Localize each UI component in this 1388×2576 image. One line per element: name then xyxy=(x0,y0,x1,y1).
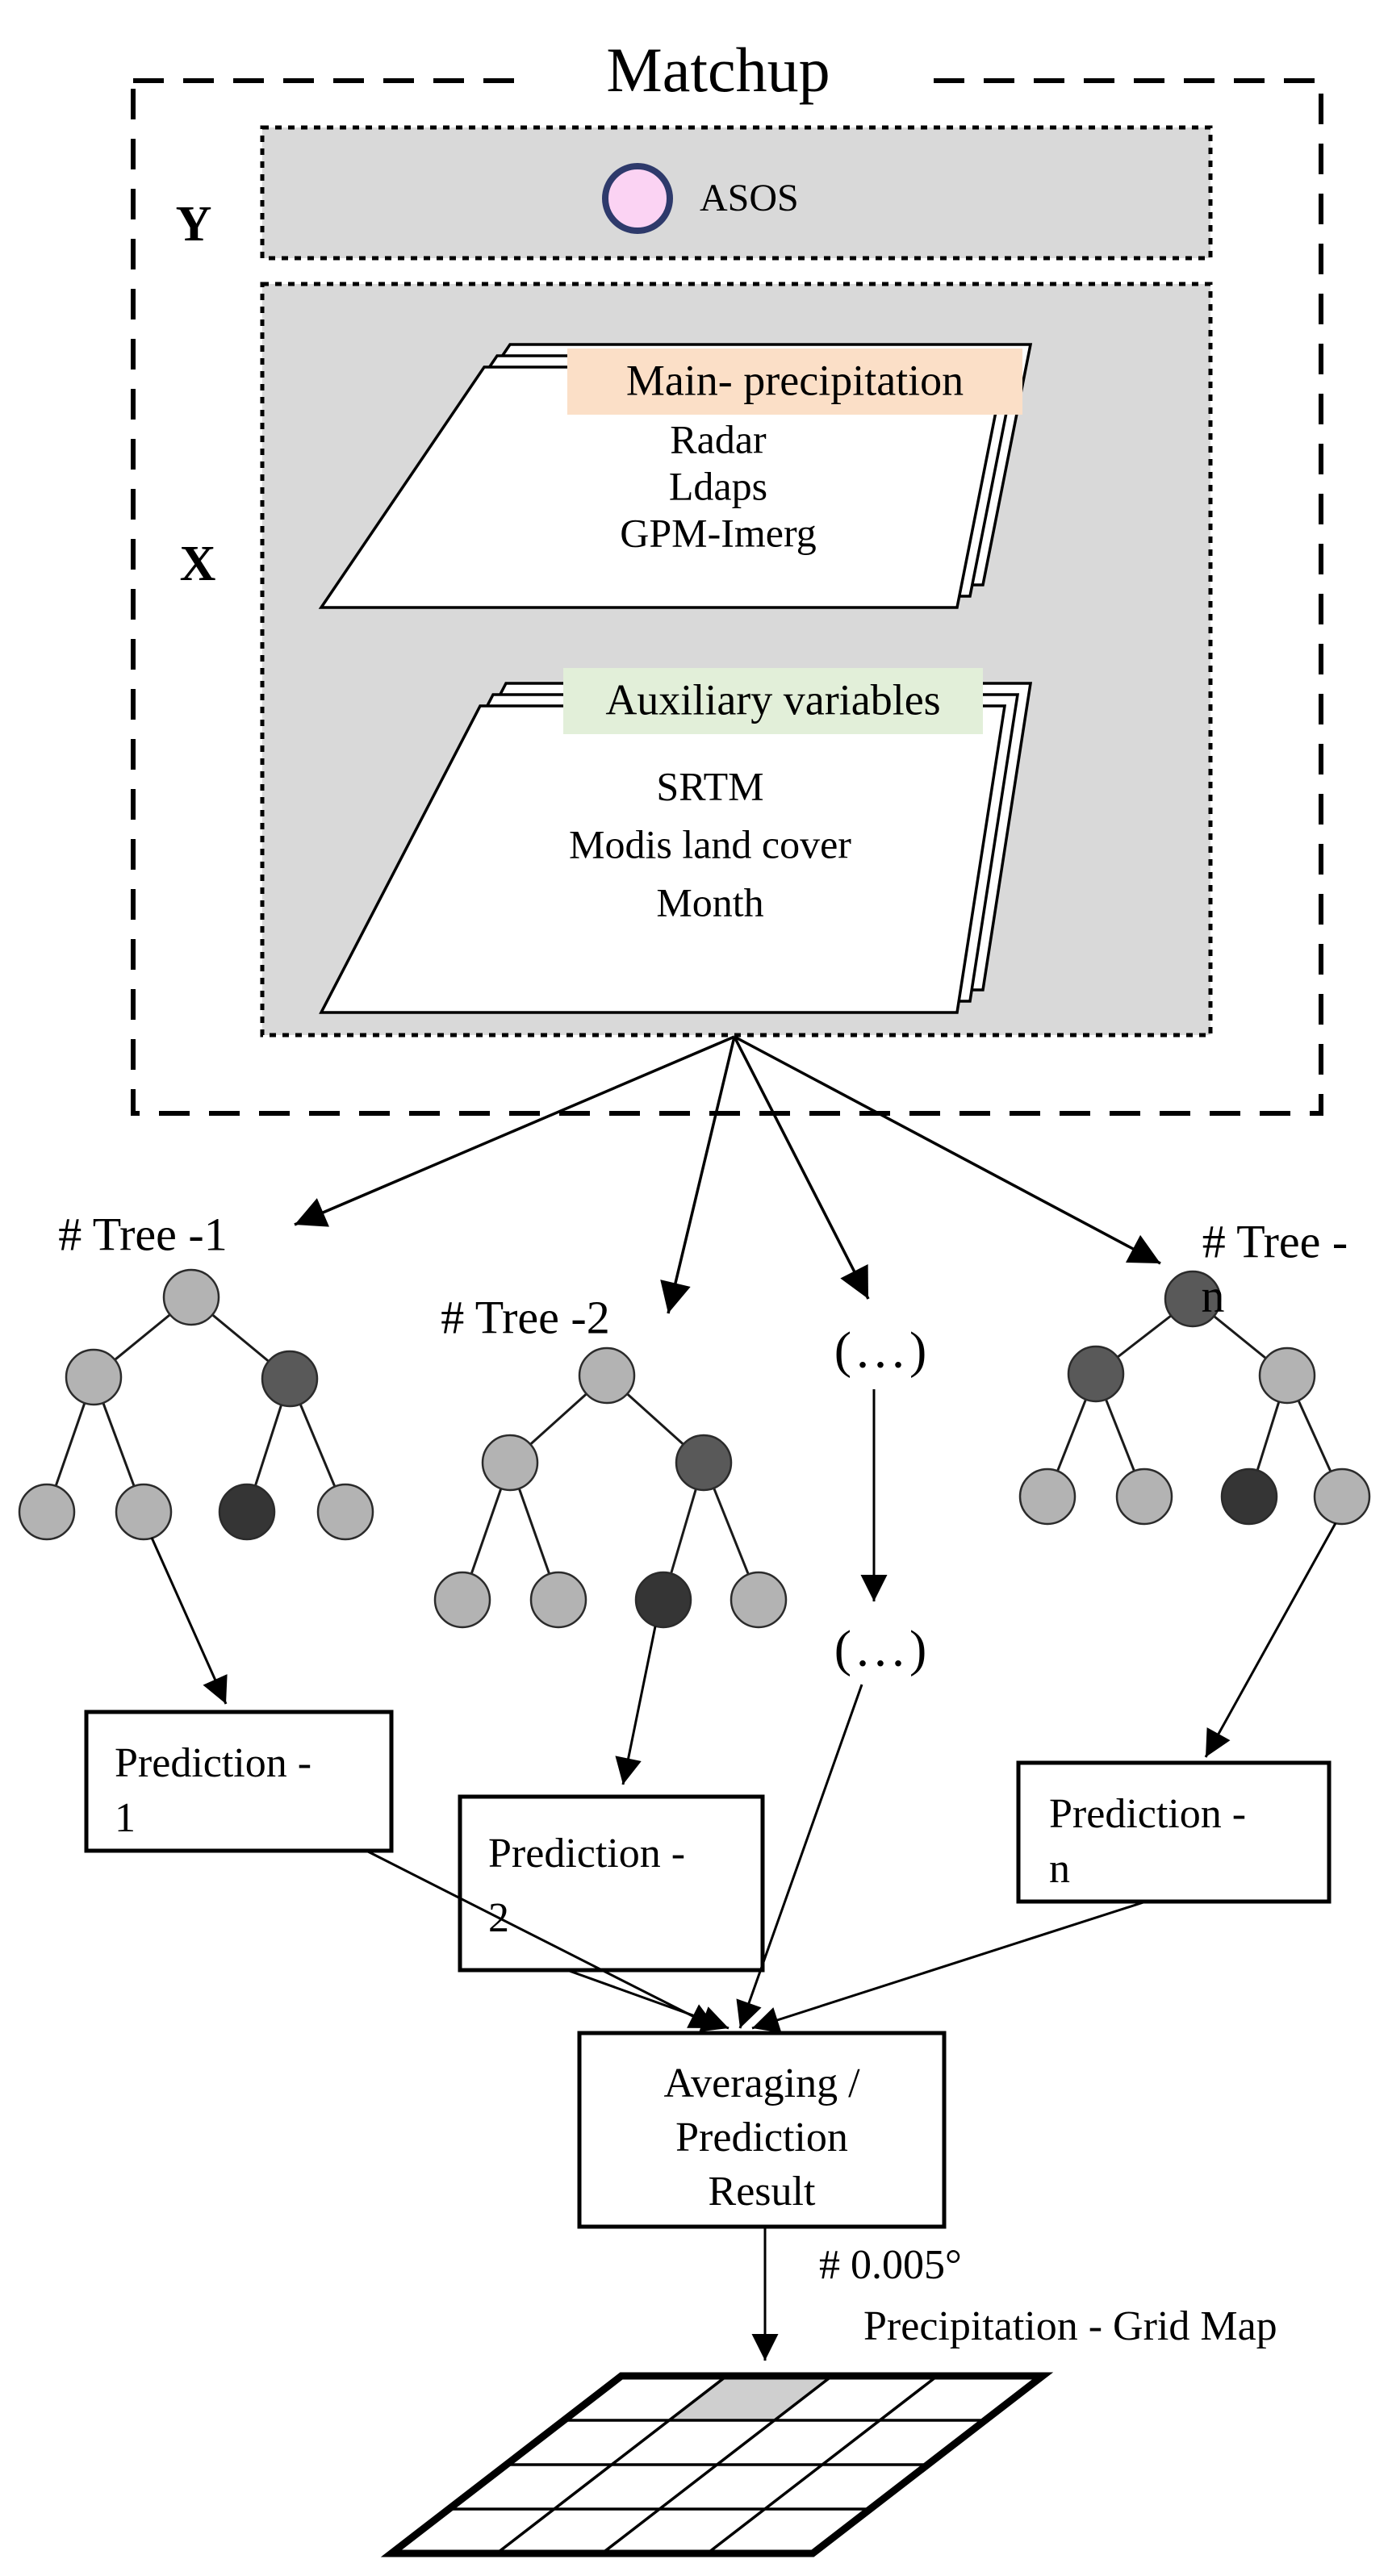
prediction-2-rect xyxy=(458,1794,765,1973)
tree-node xyxy=(730,1571,788,1629)
arrow-to-ellipsis-trees xyxy=(733,1036,870,1300)
title-gap-mask xyxy=(516,44,928,117)
tree-node xyxy=(675,1434,733,1492)
arrow-predictionn-to-averaging xyxy=(751,1900,1147,2033)
tree-1: # Tree -1 xyxy=(18,1208,374,1705)
x-axis-label: X xyxy=(180,536,216,591)
precipitation-grid-map xyxy=(380,2372,1054,2557)
auxiliary-variables-stack: Auxiliary variables SRTM Modis land cove… xyxy=(319,668,1033,1014)
arrow-to-tree-n xyxy=(734,1035,1161,1265)
tree-node xyxy=(529,1571,587,1629)
prediction-1-line2: 1 xyxy=(115,1795,136,1841)
tree-node xyxy=(316,1483,374,1541)
matchup-dashed-box xyxy=(131,78,1323,1116)
aux-item-modis: Modis land cover xyxy=(569,821,851,866)
tree-n-label: # Tree - xyxy=(1202,1215,1348,1267)
asos-label: ASOS xyxy=(700,177,799,219)
arrow-tree2-to-prediction2 xyxy=(615,1626,657,1785)
tree-node xyxy=(115,1483,173,1541)
main-item-gpm-imerg: GPM-Imerg xyxy=(620,510,817,555)
tree-node xyxy=(18,1483,76,1541)
main-precipitation-label-highlight xyxy=(567,349,1022,415)
tree-node xyxy=(578,1346,636,1405)
prediction-n-box: Prediction - n xyxy=(1016,1760,1332,1904)
x-panel: X Main- precipitation Radar Ldaps GPM-Im… xyxy=(180,282,1213,1037)
prediction-2-box: Prediction - 2 xyxy=(458,1794,765,1973)
tree-node xyxy=(1258,1346,1316,1405)
ellipsis-trees-column: (...) (...) xyxy=(834,1321,932,1677)
aux-item-month: Month xyxy=(656,879,763,925)
y-panel-box xyxy=(260,125,1213,261)
averaging-line1: Averaging / xyxy=(663,2060,860,2106)
highlighted-grid-cell xyxy=(669,2376,832,2420)
more-trees-ellipsis: (...) xyxy=(834,1321,932,1379)
grid-resolution-note: # 0.005° xyxy=(819,2242,962,2288)
more-predictions-ellipsis: (...) xyxy=(834,1620,932,1677)
auxiliary-variables-label: Auxiliary variables xyxy=(605,675,940,724)
averaging-line3: Result xyxy=(709,2169,816,2215)
tree-node xyxy=(162,1268,220,1326)
tree-node xyxy=(634,1571,692,1629)
averaging-box: Averaging / Prediction Result xyxy=(577,2031,947,2229)
averaging-line2: Prediction xyxy=(675,2115,848,2161)
arrow-prediction1-to-averaging xyxy=(364,1848,717,2030)
tree-n: # Tree - n xyxy=(1018,1215,1371,1758)
tree-node xyxy=(1067,1345,1125,1403)
averaging-rect xyxy=(577,2031,947,2229)
asos-station-icon xyxy=(602,163,673,234)
tree-node xyxy=(1164,1270,1222,1328)
diagram-title: Matchup xyxy=(606,35,830,105)
arrow-to-tree-1 xyxy=(294,1035,735,1227)
tree-node xyxy=(1115,1468,1173,1526)
y-axis-label: Y xyxy=(176,197,212,252)
tree-node xyxy=(1220,1468,1278,1526)
arrow-tree1-to-prediction1 xyxy=(150,1537,228,1705)
tree-node xyxy=(218,1483,276,1541)
prediction-1-box: Prediction - 1 xyxy=(84,1710,394,1853)
prediction-1-rect xyxy=(84,1710,394,1853)
tree-node xyxy=(261,1350,319,1408)
main-precipitation-label: Main- precipitation xyxy=(626,356,964,404)
arrow-treen-to-predictionn xyxy=(1204,1522,1337,1758)
arrow-to-tree-2 xyxy=(660,1036,736,1314)
arrow-prediction2-to-averaging xyxy=(564,1968,730,2032)
aux-item-srtm: SRTM xyxy=(656,763,763,808)
tree-2: # Tree -2 xyxy=(433,1291,788,1785)
tree-2-label: # Tree -2 xyxy=(441,1291,609,1343)
tree-node xyxy=(1018,1468,1077,1526)
grid-map-caption: Precipitation - Grid Map xyxy=(863,2303,1277,2349)
grid-map-border xyxy=(380,2372,1054,2557)
prediction-n-line1: Prediction - xyxy=(1049,1791,1246,1837)
tree-n-label-wrap: n xyxy=(1202,1269,1225,1321)
y-panel: Y ASOS xyxy=(176,125,1213,261)
tree-node xyxy=(1313,1468,1371,1526)
tree-node xyxy=(433,1571,491,1629)
prediction-n-line2: n xyxy=(1049,1846,1070,1892)
auxiliary-label-highlight xyxy=(563,668,983,734)
main-precipitation-stack: Main- precipitation Radar Ldaps GPM-Imer… xyxy=(318,343,1033,609)
tree-node xyxy=(481,1434,539,1492)
prediction-n-rect xyxy=(1016,1760,1332,1904)
arrow-ellipsis-to-averaging xyxy=(736,1684,863,2029)
prediction-2-line1: Prediction - xyxy=(488,1831,685,1877)
main-item-ldaps: Ldaps xyxy=(669,463,767,508)
prediction-1-line1: Prediction - xyxy=(115,1740,311,1786)
tree-node xyxy=(65,1348,123,1406)
tree-1-label: # Tree -1 xyxy=(58,1208,227,1260)
main-item-radar: Radar xyxy=(670,416,767,461)
